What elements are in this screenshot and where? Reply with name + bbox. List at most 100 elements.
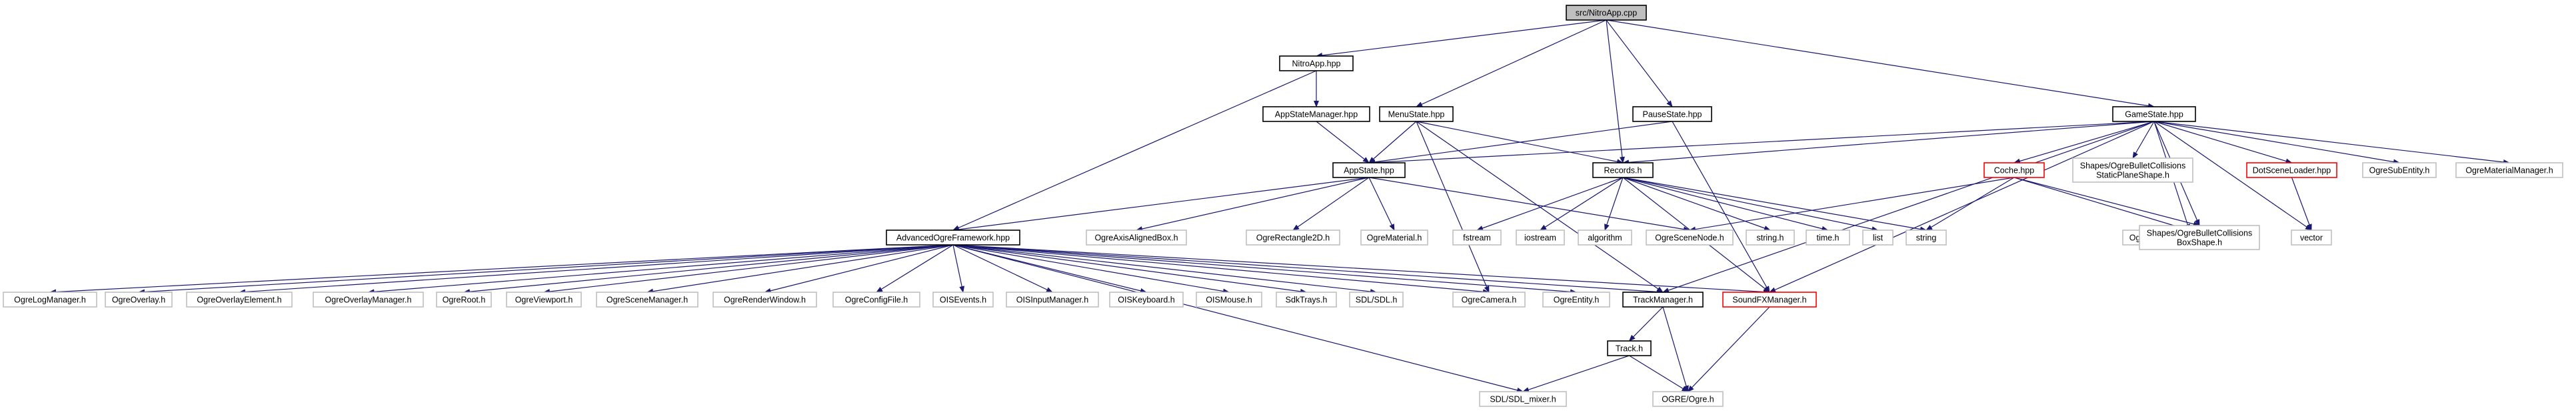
edge-nitroapp_cpp-to-pausestate bbox=[1606, 19, 1673, 107]
edge-menustate-to-trackmanager bbox=[1416, 121, 1664, 293]
edge-records-to-fstream bbox=[1476, 177, 1624, 231]
node-pausestate[interactable]: PauseState.hpp bbox=[1632, 106, 1712, 122]
node-ogrerenderwindow: OgreRenderWindow.h bbox=[712, 292, 817, 308]
node-box bbox=[1632, 106, 1712, 122]
node-label: Shapes/OgreBulletCollisions bbox=[2080, 161, 2185, 171]
node-label: OGRE/Ogre.h bbox=[1662, 395, 1714, 404]
node-box bbox=[1452, 292, 1526, 308]
node-ogreoverlayelement: OgreOverlayElement.h bbox=[186, 292, 293, 308]
node-nitroapp_cpp[interactable]: src/NitroApp.cpp bbox=[1566, 5, 1647, 21]
node-ogresubentity: OgreSubEntity.h bbox=[2362, 162, 2437, 178]
node-appstate[interactable]: AppState.hpp bbox=[1332, 162, 1406, 178]
node-soundfx[interactable]: SoundFXManager.h bbox=[1722, 292, 1817, 308]
node-string_h: string.h bbox=[1746, 230, 1795, 246]
edge-advancedogre-to-ogreroot bbox=[463, 244, 954, 295]
edge-records-to-string_h bbox=[1622, 177, 1771, 231]
node-box bbox=[1086, 230, 1187, 246]
node-label: GameState.hpp bbox=[2125, 110, 2183, 119]
edge-advancedogre-to-ogrescenemanager bbox=[646, 244, 954, 294]
node-label: SDL/SDL_mixer.h bbox=[1490, 395, 1556, 404]
node-label: src/NitroApp.cpp bbox=[1576, 9, 1637, 18]
edge-records-to-algorithm bbox=[1604, 177, 1624, 231]
node-track[interactable]: Track.h bbox=[1607, 340, 1652, 356]
node-label: OISEvents.h bbox=[940, 296, 986, 305]
edge-advancedogre-to-soundfx bbox=[952, 244, 1770, 295]
edge-advancedogre-to-sdktrays bbox=[952, 244, 1307, 294]
edge-dotscene-to-vector bbox=[2291, 177, 2312, 231]
node-menustate[interactable]: MenuState.hpp bbox=[1379, 106, 1454, 122]
node-box bbox=[2139, 225, 2260, 250]
node-label: MenuState.hpp bbox=[1388, 110, 1445, 119]
node-box bbox=[1276, 292, 1337, 308]
edge-nitroapp_hpp-to-advancedogre bbox=[952, 70, 1317, 231]
edge-appstate-to-ogreaxis bbox=[1136, 177, 1370, 232]
edge-records-to-string bbox=[1622, 177, 1927, 232]
node-box bbox=[436, 292, 492, 308]
edge-menustate-to-appstate bbox=[1368, 121, 1417, 163]
edge-appstate-to-ogrerect bbox=[1292, 177, 1370, 231]
edge-track-to-sdlmixer bbox=[1522, 355, 1630, 392]
edge-advancedogre-to-ogrelogmanager bbox=[49, 244, 954, 295]
node-label: SDL/SDL.h bbox=[1356, 296, 1398, 305]
node-label: Shapes/OgreBulletCollisions bbox=[2147, 229, 2252, 238]
node-dotscene[interactable]: DotSceneLoader.hpp bbox=[2246, 162, 2337, 178]
node-label: OISMouse.h bbox=[1206, 296, 1252, 305]
node-label: OgreOverlay.h bbox=[112, 296, 165, 305]
node-label: OgreSubEntity.h bbox=[2369, 166, 2430, 175]
node-gamestate[interactable]: GameState.hpp bbox=[2112, 106, 2196, 122]
edge-gamestate-to-staticplane bbox=[2132, 121, 2155, 159]
node-box bbox=[1006, 292, 1099, 308]
edge-coche-to-string bbox=[1926, 177, 2015, 231]
node-ogreentity: OgreEntity.h bbox=[1542, 292, 1610, 308]
node-label: list bbox=[1873, 234, 1884, 243]
edge-gamestate-to-records bbox=[1622, 121, 2155, 165]
node-box bbox=[1646, 230, 1734, 246]
node-box bbox=[1806, 230, 1850, 246]
node-label: OgreEntity.h bbox=[1554, 296, 1600, 305]
node-coche[interactable]: Coche.hpp bbox=[1983, 162, 2045, 178]
node-trackmanager[interactable]: TrackManager.h bbox=[1622, 292, 1704, 308]
edge-advancedogre-to-oisinputmanager bbox=[952, 244, 1053, 293]
node-label: time.h bbox=[1816, 234, 1839, 243]
node-records[interactable]: Records.h bbox=[1592, 162, 1654, 178]
node-box bbox=[1196, 292, 1262, 308]
edge-advancedogre-to-ogreoverlayelement bbox=[239, 244, 954, 295]
node-label: OgreCamera.h bbox=[1462, 296, 1517, 305]
node-ogrescenemanager: OgreSceneManager.h bbox=[596, 292, 698, 308]
edge-appstate-to-ogrematerial bbox=[1368, 177, 1395, 231]
node-ogreconfigfile: OgreConfigFile.h bbox=[832, 292, 920, 308]
edge-nitroapp_cpp-to-records bbox=[1606, 19, 1625, 163]
node-box bbox=[1652, 391, 1724, 407]
edge-gamestate-to-coche bbox=[2013, 121, 2155, 164]
node-label: OISInputManager.h bbox=[1016, 296, 1088, 305]
node-advancedogre[interactable]: AdvancedOgreFramework.hpp bbox=[886, 230, 1020, 246]
node-label: OgreSceneNode.h bbox=[1655, 234, 1724, 243]
edge-records-to-list bbox=[1622, 177, 1879, 232]
node-appstatemanager[interactable]: AppStateManager.hpp bbox=[1262, 106, 1370, 122]
node-box bbox=[186, 292, 293, 308]
node-label: fstream bbox=[1463, 234, 1491, 243]
node-box bbox=[1746, 230, 1795, 246]
node-label: algorithm bbox=[1588, 234, 1622, 243]
edge-gamestate-to-appstate bbox=[1368, 121, 2155, 165]
node-label: PauseState.hpp bbox=[1643, 110, 1702, 119]
node-box bbox=[1349, 292, 1404, 308]
node-label: OISKeyboard.h bbox=[1118, 296, 1175, 305]
node-iostream: iostream bbox=[1516, 230, 1565, 246]
node-oisinputmanager: OISInputManager.h bbox=[1006, 292, 1099, 308]
node-box bbox=[1109, 292, 1184, 308]
node-oiskeyboard: OISKeyboard.h bbox=[1109, 292, 1184, 308]
edge-trackmanager-to-track bbox=[1628, 306, 1664, 342]
node-label: Records.h bbox=[1604, 166, 1642, 175]
node-label: iostream bbox=[1524, 234, 1556, 243]
node-oismouse: OISMouse.h bbox=[1196, 292, 1262, 308]
node-time_h: time.h bbox=[1806, 230, 1850, 246]
node-nitroapp_hpp[interactable]: NitroApp.hpp bbox=[1279, 55, 1354, 71]
edge-advancedogre-to-ogreviewport bbox=[543, 244, 954, 294]
node-box bbox=[506, 292, 582, 308]
node-box bbox=[1279, 55, 1354, 71]
edge-gamestate-to-ogrematerialmanager bbox=[2153, 121, 2510, 165]
node-label: OgreOverlayElement.h bbox=[197, 296, 281, 305]
edge-gamestate-to-ogresubentity bbox=[2153, 121, 2400, 165]
